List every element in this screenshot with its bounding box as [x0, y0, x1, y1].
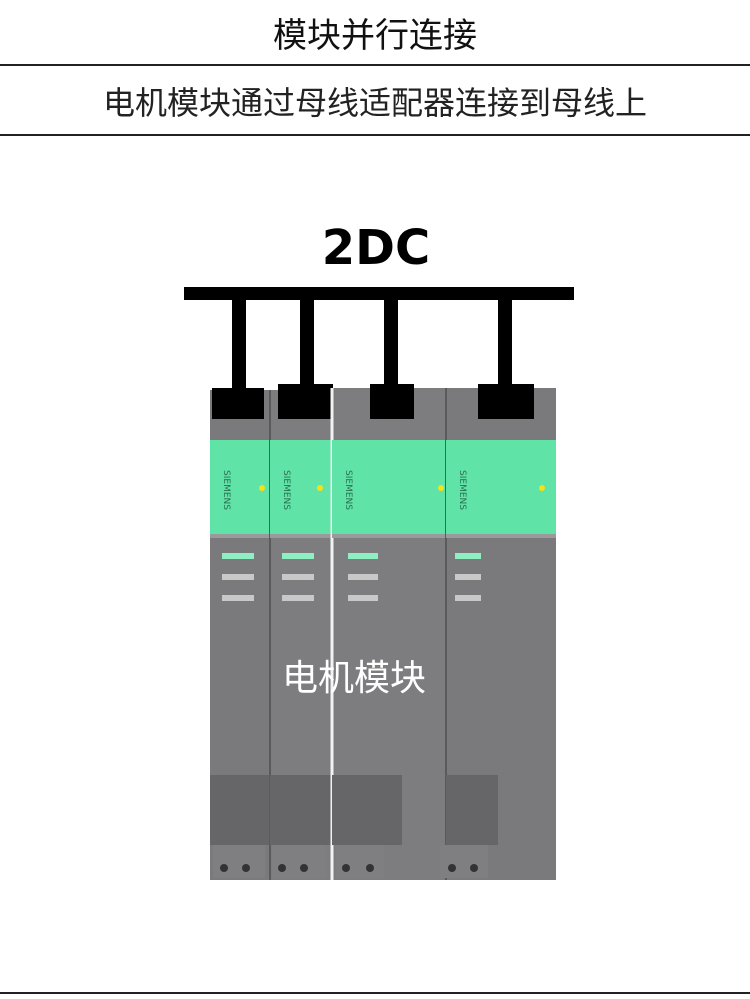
header-divider — [0, 64, 750, 66]
module-2-led-1 — [282, 553, 314, 559]
module-3-led-3 — [348, 595, 378, 601]
dc-bus-bar — [184, 287, 574, 300]
module-4-bus-adapter — [478, 384, 534, 419]
motor-module-1: SIEMENS — [210, 390, 270, 880]
module-4-led-1 — [455, 553, 481, 559]
motor-module-3: SIEMENS — [330, 388, 448, 880]
module-2-bus-adapter — [278, 384, 333, 419]
motor-module-2: SIEMENS — [269, 390, 332, 880]
bus-drop-3 — [384, 296, 398, 391]
module-3-led-2 — [348, 574, 378, 580]
module-4-indicator — [539, 485, 545, 491]
description-text: 电机模块通过母线适配器连接到母线上 — [102, 84, 647, 122]
module-1-led-2 — [222, 574, 254, 580]
module-4-led-3 — [455, 595, 481, 601]
module-1-brand: SIEMENS — [221, 470, 231, 510]
bus-label: 2DC — [322, 220, 430, 276]
footer-divider — [0, 992, 750, 994]
module-3-indicator — [438, 485, 444, 491]
bus-drop-4 — [498, 296, 512, 391]
module-2-brand: SIEMENS — [281, 470, 291, 510]
module-1-indicator — [259, 485, 265, 491]
module-3-led-1 — [348, 553, 378, 559]
motor-module-label: 电机模块 — [282, 658, 426, 699]
bus-drop-1 — [232, 296, 246, 391]
module-2-indicator — [317, 485, 323, 491]
module-4-led-2 — [455, 574, 481, 580]
module-2-led-3 — [282, 595, 314, 601]
page-title: 模块并行连接 — [273, 15, 477, 56]
module-3-brand: SIEMENS — [343, 470, 353, 510]
bus-connection-diagram: 2DC SIEMENS SIEMENS — [184, 220, 574, 880]
module-4-brand: SIEMENS — [457, 470, 467, 510]
module-1-bus-adapter — [212, 388, 264, 419]
description-divider — [0, 134, 750, 136]
module-1-led-3 — [222, 595, 254, 601]
bus-drop-2 — [300, 296, 314, 391]
module-2-led-2 — [282, 574, 314, 580]
module-1-led-1 — [222, 553, 254, 559]
motor-module-4: SIEMENS — [440, 388, 556, 880]
module-3-bus-adapter — [370, 384, 414, 419]
